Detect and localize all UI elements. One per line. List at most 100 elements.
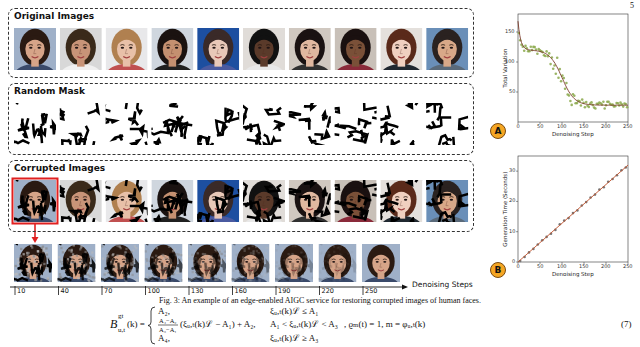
- data-point: [555, 73, 558, 76]
- tick-mark: [15, 286, 16, 295]
- panel-box: Random Mask: [8, 83, 474, 155]
- tick-label: 0: [517, 124, 520, 130]
- panel-box: Original Images: [8, 8, 474, 78]
- equation-text: A₄−A₂: [159, 317, 177, 324]
- data-point: [565, 82, 568, 85]
- tick-mark: [319, 286, 320, 295]
- data-point: [552, 67, 555, 70]
- restored-photo: [315, 234, 359, 295]
- axis-line: [10, 287, 402, 288]
- data-point: [549, 63, 552, 66]
- data-point: [530, 45, 533, 48]
- tick-label: 100: [557, 264, 567, 270]
- face-photo: [243, 28, 285, 84]
- data-point: [548, 52, 551, 55]
- face-photo: [335, 28, 377, 84]
- panel-heading: Original Images: [9, 9, 473, 21]
- tick-label: 150: [579, 264, 589, 270]
- data-point: [536, 52, 539, 55]
- data-point: [594, 107, 597, 110]
- equation-text: A₃−A₁: [159, 326, 177, 333]
- tick-label: 0: [517, 264, 520, 270]
- equation-text: A₂,: [158, 307, 170, 317]
- face-photo: [106, 28, 148, 84]
- highlight-box: [13, 179, 58, 224]
- equation-text: (ξᵤ,ₜ(k)ℒ − A₁) + A₂,: [180, 320, 256, 330]
- data-point: [533, 46, 536, 49]
- mask-image: [92, 98, 150, 160]
- mask-image: [372, 99, 430, 159]
- restored-photo: [184, 234, 227, 295]
- badge-circle: B: [490, 262, 506, 278]
- tick-mark: [145, 286, 146, 295]
- tick-label: 10: [509, 229, 515, 235]
- face-photo: [60, 28, 102, 84]
- data-point: [545, 50, 548, 53]
- restored-photo: [141, 234, 184, 295]
- step-label: 190: [278, 288, 290, 295]
- tick-label: 20: [509, 198, 515, 204]
- face-photo: [426, 28, 468, 84]
- leader-arrow: [34, 224, 36, 238]
- tick-mark: [516, 231, 518, 232]
- data-point: [585, 101, 588, 104]
- corrupted-photo: [417, 157, 468, 236]
- step-label: 250: [365, 288, 377, 295]
- axis-title: Total Variation: [502, 49, 508, 88]
- mask-image: [149, 95, 194, 145]
- data-point: [568, 94, 571, 97]
- tick-mark: [189, 286, 190, 295]
- equation-text: B: [110, 318, 117, 331]
- equation-text: (7): [621, 320, 632, 330]
- tick-label: 0: [512, 259, 515, 265]
- data-point: [602, 100, 605, 103]
- plot-frame: [518, 14, 628, 122]
- equation-text: ξᵤ,ₜ(k)ℒ ≤ A₁: [270, 307, 319, 317]
- restored-photo: [97, 234, 140, 295]
- corrupted-photo: [92, 175, 150, 237]
- tick-mark: [516, 262, 518, 263]
- tick-mark: [516, 62, 518, 63]
- step-label: 40: [61, 288, 69, 295]
- equation-text: , ϱₘ(t) = 1, m = φᵤ,ₜ(k): [344, 320, 425, 330]
- page-number: 5: [630, 1, 634, 10]
- data-point: [569, 100, 572, 103]
- equation-text: gt: [118, 313, 123, 321]
- face-photo: [14, 28, 56, 84]
- equation-text: u,t: [118, 327, 125, 335]
- data-point: [626, 106, 629, 109]
- data-point: [580, 104, 583, 107]
- axis-title: Denoising Step: [552, 271, 594, 277]
- tick-label: 100: [557, 124, 567, 130]
- data-point: [603, 107, 606, 110]
- data-point: [581, 98, 584, 101]
- tick-label: 150: [579, 124, 589, 130]
- fit-line: [518, 165, 628, 262]
- data-point: [556, 57, 559, 60]
- data-point: [607, 100, 610, 103]
- arrow-head: [32, 237, 39, 243]
- plot-frame: [518, 156, 628, 262]
- tick-mark: [102, 286, 103, 295]
- step-label: 10: [17, 288, 25, 295]
- face-photo: [151, 28, 193, 84]
- arrow-head: [402, 285, 408, 290]
- mask-image: [243, 103, 285, 156]
- axis-title: Generation Time (Seconds): [502, 172, 508, 247]
- face-photo: [380, 28, 422, 84]
- brace: [148, 307, 155, 344]
- corrupted-photo: [10, 169, 57, 237]
- tick-label: 200: [601, 124, 611, 130]
- step-label: 220: [322, 288, 334, 295]
- restored-photo: [54, 234, 98, 295]
- restored-photo: [10, 234, 53, 295]
- tick-label: 50: [537, 264, 543, 270]
- panel-box: Corrupted Images: [8, 160, 474, 232]
- face-photo: [289, 28, 331, 84]
- tick-mark: [363, 286, 364, 295]
- restored-photo: [228, 234, 272, 295]
- mask-image: [315, 103, 388, 146]
- tick-mark: [516, 92, 518, 93]
